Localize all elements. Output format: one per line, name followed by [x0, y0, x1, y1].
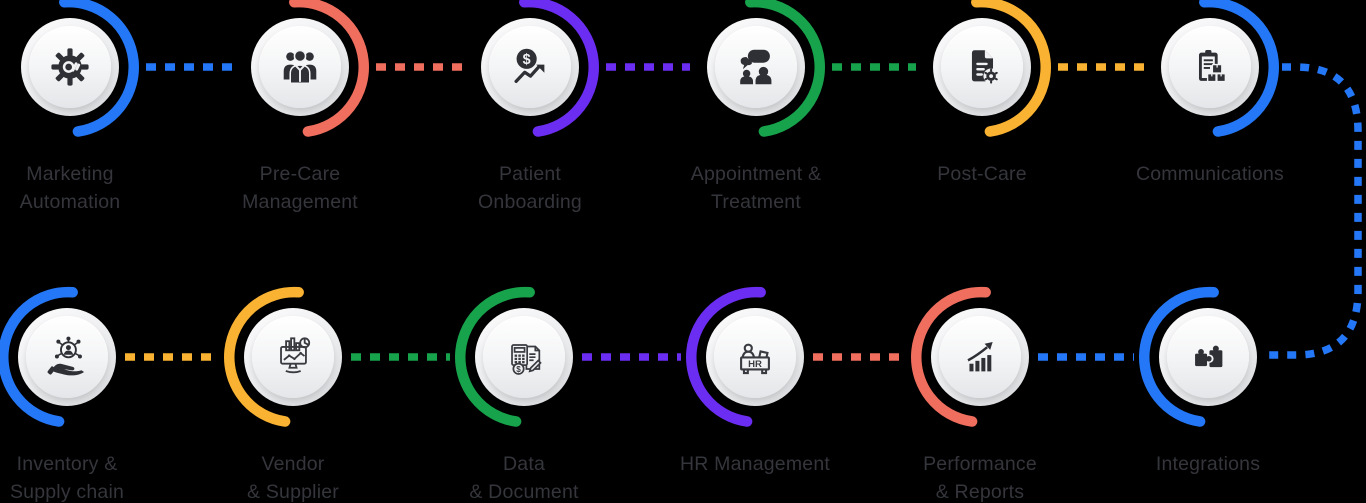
step-accent-arc: [59, 0, 139, 137]
step-circle: [244, 308, 342, 406]
step-label-line: Appointment &: [690, 163, 822, 185]
step-label-line: Treatment: [711, 191, 801, 213]
step-circle: [1159, 308, 1257, 406]
step-accent-arc: [0, 286, 78, 427]
step-circle-inner: $: [489, 26, 571, 108]
step-label: Data & Document: [404, 450, 644, 503]
document-gear-icon: [971, 50, 999, 84]
step-circle-inner: [715, 26, 797, 108]
step-label-line: Onboarding: [478, 191, 582, 213]
clipboard-boxes-icon: [1198, 49, 1227, 83]
step-accent-arc: [289, 0, 369, 137]
step-circle-inner: [26, 316, 108, 398]
dollar-growth-icon: $: [514, 48, 545, 84]
step-label-line: Supply chain: [9, 481, 125, 503]
flow-step-communications: Communications: [1100, 0, 1320, 222]
step-label-line: & Reports: [935, 481, 1025, 503]
svg-text:$: $: [523, 52, 531, 68]
step-label-line: Patient: [498, 163, 562, 185]
step-circle-inner: [1167, 316, 1249, 398]
flow-step-integrations: Integrations: [1098, 282, 1318, 503]
svg-text:$: $: [516, 365, 521, 374]
flow-step-post-care: Post-Care: [872, 0, 1092, 222]
step-circle-inner: [252, 316, 334, 398]
step-accent-arc: [224, 286, 304, 427]
step-accent-arc: [455, 286, 535, 427]
step-circle: $: [475, 308, 573, 406]
step-label: Vendor & Supplier: [173, 450, 413, 503]
hr-desk-icon: HR: [740, 343, 770, 375]
step-circle: [931, 308, 1029, 406]
svg-text:HR: HR: [748, 359, 762, 370]
consultation-icon: [740, 49, 772, 85]
flow-step-hr-management: HR HR Management: [645, 282, 865, 503]
step-accent-arc: [745, 0, 825, 137]
step-label-line: Marketing: [26, 163, 114, 185]
monitor-analytics-icon: [280, 337, 311, 374]
step-label-line: Pre-Care: [259, 163, 341, 185]
step-label: Post-Care: [862, 160, 1102, 188]
step-label: Appointment & Treatment: [636, 160, 876, 216]
step-label-line: Integrations: [1155, 453, 1261, 475]
wrap-around-connector: [1261, 63, 1362, 359]
hand-network-icon: [47, 336, 85, 376]
step-accent-arc: [686, 286, 766, 427]
gear-icon: [51, 48, 89, 86]
flow-step-inventory-supply-chain: Inventory & Supply chain: [0, 282, 177, 503]
step-label-line: Communications: [1135, 163, 1285, 185]
step-circle-inner: [941, 26, 1023, 108]
step-label: Inventory & Supply chain: [0, 450, 187, 503]
calculator-document-icon: $: [511, 344, 542, 375]
step-circle-inner: [1169, 26, 1251, 108]
step-accent-arc: [911, 286, 991, 427]
team-icon: [283, 49, 317, 85]
step-circle-inner: $: [483, 316, 565, 398]
step-circle-inner: [29, 26, 111, 108]
step-circle-inner: [259, 26, 341, 108]
step-label-line: HR Management: [679, 453, 830, 475]
flow-step-vendor-supplier: Vendor & Supplier: [183, 282, 403, 503]
flow-step-appointment-treatment: Appointment & Treatment: [646, 0, 866, 222]
step-circle-inner: [939, 316, 1021, 398]
step-circle-inner: HR: [714, 316, 796, 398]
step-label-line: Management: [242, 191, 358, 213]
step-circle: [1161, 18, 1259, 116]
step-label: Communications: [1090, 160, 1330, 188]
step-label: Performance & Reports: [860, 450, 1100, 503]
step-label-line: Inventory &: [16, 453, 118, 475]
step-label-line: Post-Care: [937, 163, 1027, 185]
step-accent-arc: [519, 0, 599, 137]
step-label-line: Automation: [19, 191, 121, 213]
step-label-line: & Document: [469, 481, 579, 503]
step-circle: $: [481, 18, 579, 116]
growth-bars-icon: [967, 342, 993, 372]
flow-step-performance-reports: Performance & Reports: [870, 282, 1090, 503]
step-accent-arc: [1199, 0, 1279, 137]
step-circle: [21, 18, 119, 116]
puzzle-icon: [1195, 345, 1223, 368]
step-label: HR Management: [635, 450, 875, 478]
step-circle: [251, 18, 349, 116]
step-label-line: Data: [503, 453, 545, 475]
step-accent-arc: [971, 0, 1051, 137]
step-label-line: & Supplier: [247, 481, 339, 503]
step-accent-arc: [1139, 286, 1219, 427]
step-circle: HR: [706, 308, 804, 406]
step-label-line: Performance: [923, 453, 1037, 475]
step-circle: [933, 18, 1031, 116]
step-circle: [18, 308, 116, 406]
step-label-line: Vendor: [261, 453, 325, 475]
flow-step-data-document: $ Data & Document: [414, 282, 634, 503]
step-label: Integrations: [1088, 450, 1328, 478]
step-circle: [707, 18, 805, 116]
